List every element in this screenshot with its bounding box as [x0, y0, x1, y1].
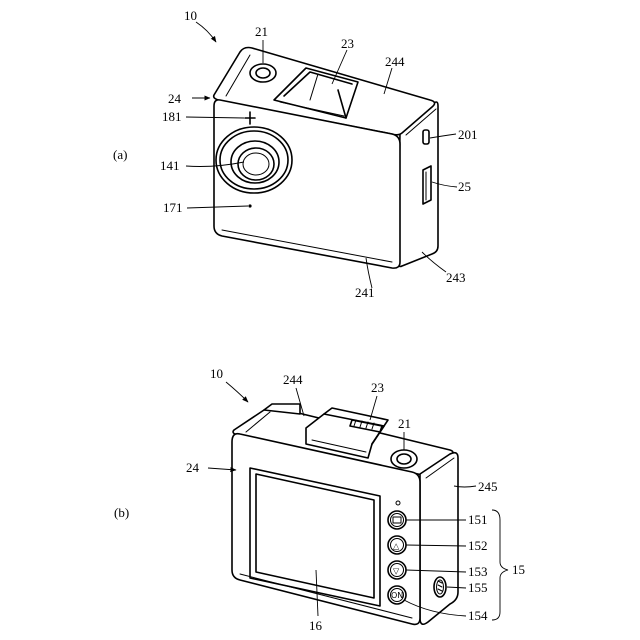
label-side-face-a: 243 [446, 270, 466, 285]
label-display: 16 [309, 618, 323, 633]
label-side-port-a: 201 [458, 127, 478, 142]
label-power-button: 154 [468, 608, 488, 623]
label-rear-face-b: 24 [186, 460, 200, 475]
label-light-sensor-a: 181 [162, 109, 182, 124]
down-button[interactable]: ▽ [388, 561, 406, 579]
label-device-b: 10 [210, 366, 223, 381]
side-face-b [420, 453, 458, 625]
label-side-face-b: 245 [478, 479, 498, 494]
label-button-group: 15 [512, 562, 525, 577]
down-arrow-icon: ▽ [393, 567, 400, 576]
label-card-slot-a: 25 [458, 179, 471, 194]
label-down-button: 153 [468, 564, 488, 579]
label-top-face-b: 244 [283, 372, 303, 387]
up-button[interactable]: △ [388, 536, 406, 554]
label-lens-a: 141 [160, 158, 180, 173]
label-up-button: 152 [468, 538, 488, 553]
device-arrow-a [196, 22, 216, 42]
caption-a: (a) [113, 147, 127, 162]
label-top-face-a: 244 [385, 54, 405, 69]
view-a: 10 21 23 244 24 181 (a) 141 171 201 25 2… [113, 8, 478, 300]
view-b: △ ▽ ON 10 244 23 21 24 (b) [114, 366, 525, 633]
caption-b: (b) [114, 505, 129, 520]
label-bottom-edge-a: 241 [355, 285, 375, 300]
power-icon: ON [391, 591, 403, 600]
power-button[interactable]: ON [388, 586, 406, 604]
label-device-a: 10 [184, 8, 197, 23]
label-lens-hood-b: 23 [371, 380, 384, 395]
label-front-face-a: 24 [168, 91, 182, 106]
label-shutter-b: 21 [398, 416, 411, 431]
label-side-button: 155 [468, 580, 488, 595]
microphone-a [248, 204, 251, 207]
label-shutter-a: 21 [255, 24, 268, 39]
button-group-brace [492, 510, 508, 620]
up-arrow-icon: △ [393, 542, 400, 551]
label-lens-hood-a: 23 [341, 36, 354, 51]
label-menu-button: 151 [468, 512, 488, 527]
label-microphone-a: 171 [163, 200, 183, 215]
device-arrow-b [226, 382, 248, 402]
